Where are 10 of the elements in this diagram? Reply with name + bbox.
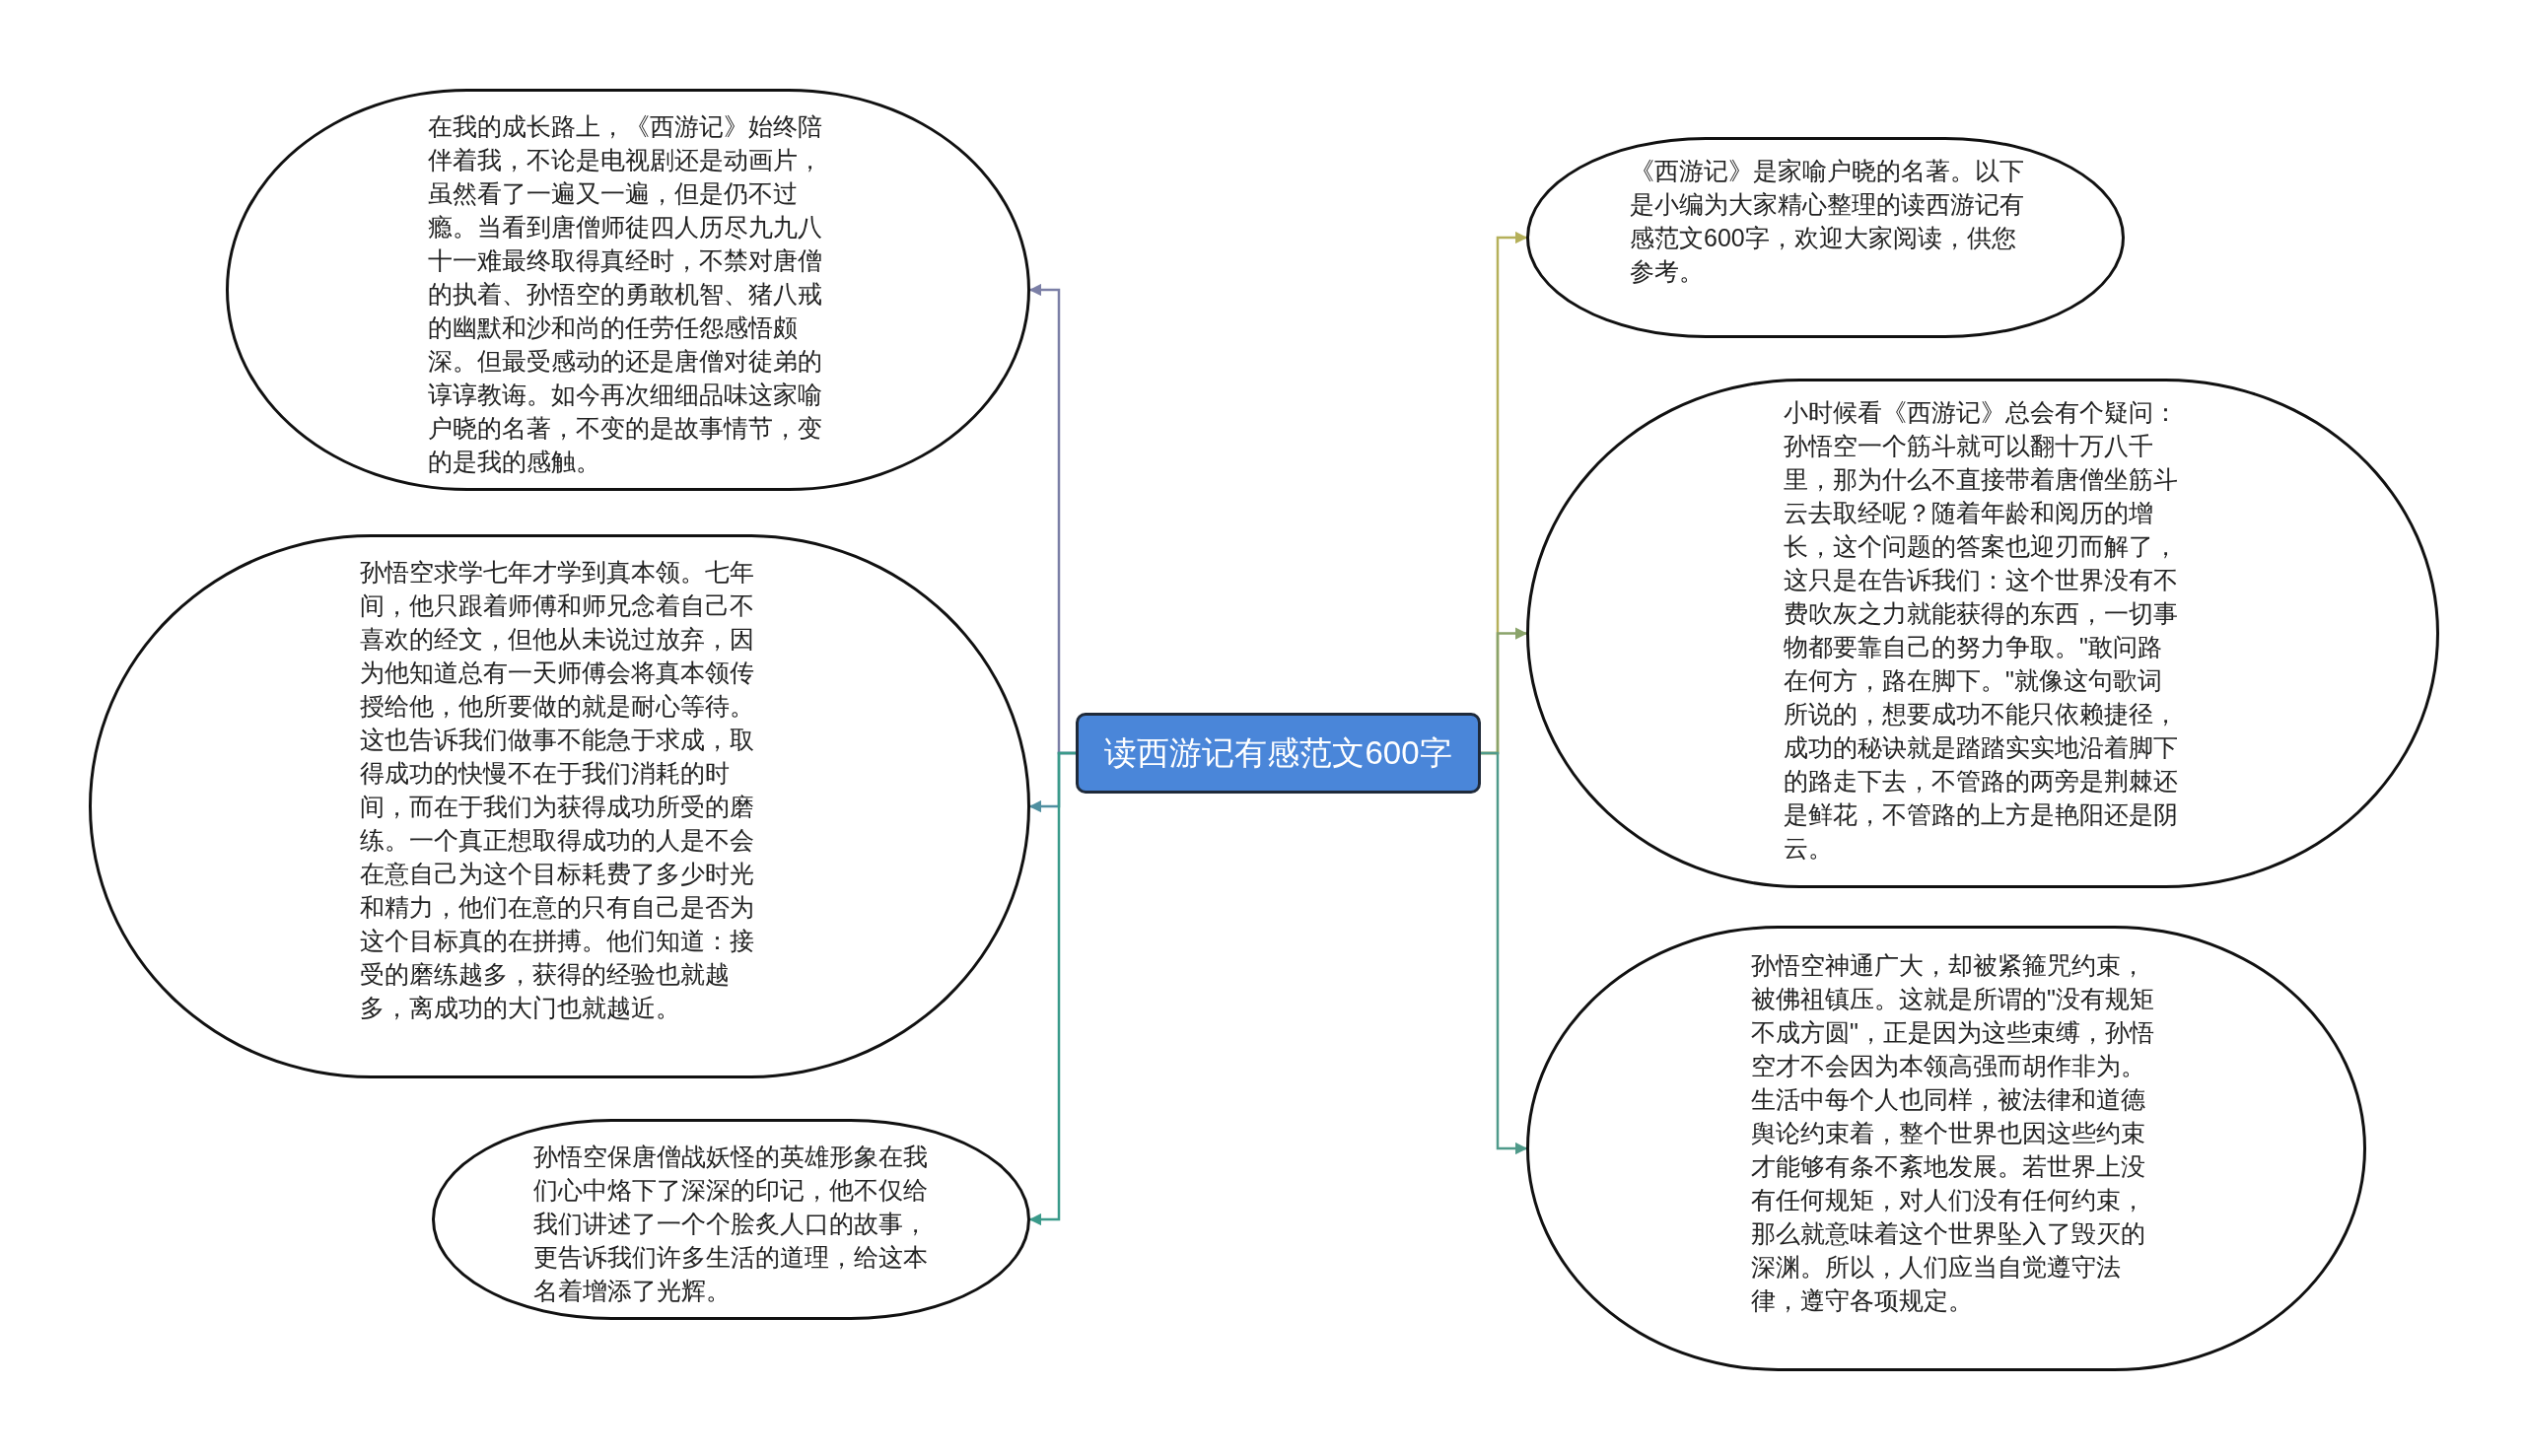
paragraph: 《西游记》是家喻户晓的名著。以下是小编为大家精心整理的读西游记有感范文600字，欢迎大家阅读，供您参考。 — [1630, 156, 2025, 287]
topic-title: 读西游记有感范文600字 — [1103, 733, 1453, 773]
paragraph: 小时候看《西游记》总会有个疑问：孙悟空一个筋斗就可以翻十万八千里，那为什么不直接带着唐僧坐筋斗云去取经呢？随着年龄和阅历的增长，这个问题的答案也迎刃而解了，这只是在告诉我们：这个世界没有不费吹灰之力就能获得的东西，一切事物都要靠自己的努力争取。"敢问路在何方，路在脚下。"就像这句歌词所说的，想要成功不能只依赖捷径，成功的秘诀就是踏踏实实地沿着脚下的路走下去，不管路的两旁是荆棘还是鲜花，不管路的上方是艳阳还是阴云。 — [1784, 397, 2178, 864]
topic-box — [1076, 713, 1481, 794]
connector-arrow — [1481, 751, 1528, 1155]
paragraph: 孙悟空求学七年才学到真本领。七年间，他只跟着师傅和师兄念着自己不喜欢的经文，但他从未说过放弃，因为他知道总有一天师傅会将真本领传授给他，他所要做的就是耐心等待。这也告诉我们做事不能急于求成，取得成功的快慢不在于我们消耗的时间，而在于我们为获得成功所受的磨练。一个真正想取得成功的人是不会在意自己为这个目标耗费了多少时光和精力，他们在意的只有自己是否为这个目标真的在拼搏。他们知道：接受的磨练越多，获得的经验也就越多，离成功的大门也就越近。 — [360, 557, 754, 1023]
connector-arrow — [1028, 751, 1076, 1226]
paragraph: 孙悟空神通广大，却被紧箍咒约束，被佛祖镇压。这就是所谓的"没有规矩不成方圆"，正是因为这些束缚，孙悟空才不会因为本领高强而胡作非为。生活中每个人也同样，被法律和道德舆论约束着，整个世界也因这些约束才能够有条不紊地发展。若世界上没有任何规矩，对人们没有任何约束，那么就意味着这个世界坠入了毁灭的深渊。所以，人们应当自觉遵守法律，遵守各项规定。 — [1751, 950, 2155, 1316]
paragraph: 在我的成长路上，《西游记》始终陪伴着我，不论是电视剧还是动画片，虽然看了一遍又一遍，但是仍不过瘾。当看到唐僧师徒四人历尽九九八十一难最终取得真经时，不禁对唐僧的执着、孙悟空的勇敢机智、猪八戒的幽默和沙和尚的任劳任怨感悟颇深。但最受感动的还是唐僧对徒弟的谆谆教诲。如今再次细细品味这家喻户晓的名著，不变的是故事情节，变的是我的感触。 — [428, 111, 822, 477]
paragraph: 孙悟空保唐僧战妖怪的英雄形象在我们心中烙下了深深的印记，他不仅给我们讲述了一个个脍炙人口的故事，更告诉我们许多生活的道理，给这本名着增添了光辉。 — [533, 1142, 928, 1306]
